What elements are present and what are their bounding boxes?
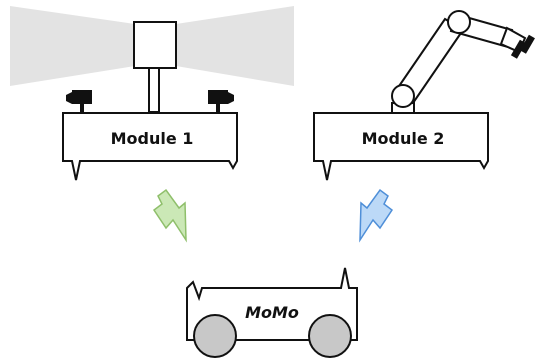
momo-vehicle: MoMo (186, 267, 358, 358)
robot-arm-icon (391, 10, 535, 114)
left-camera-icon (66, 90, 92, 113)
module-2-body (313, 112, 489, 181)
light-cone-right (176, 6, 294, 86)
lamp-head (133, 21, 177, 69)
left-wheel (193, 314, 237, 358)
module-1-body (62, 112, 238, 181)
module-1: Module 1 (10, 6, 294, 181)
arrow-down-right-icon (152, 188, 187, 243)
arrow-down-left-icon (359, 188, 394, 243)
right-wheel (308, 314, 352, 358)
light-cone (10, 6, 135, 86)
module-1-label: Module 1 (111, 129, 194, 148)
module-2-label: Module 2 (362, 129, 445, 148)
momo-label: MoMo (245, 303, 299, 322)
right-camera-icon (208, 90, 234, 113)
module-2: Module 2 (313, 10, 535, 181)
lamp-mast (148, 67, 160, 113)
